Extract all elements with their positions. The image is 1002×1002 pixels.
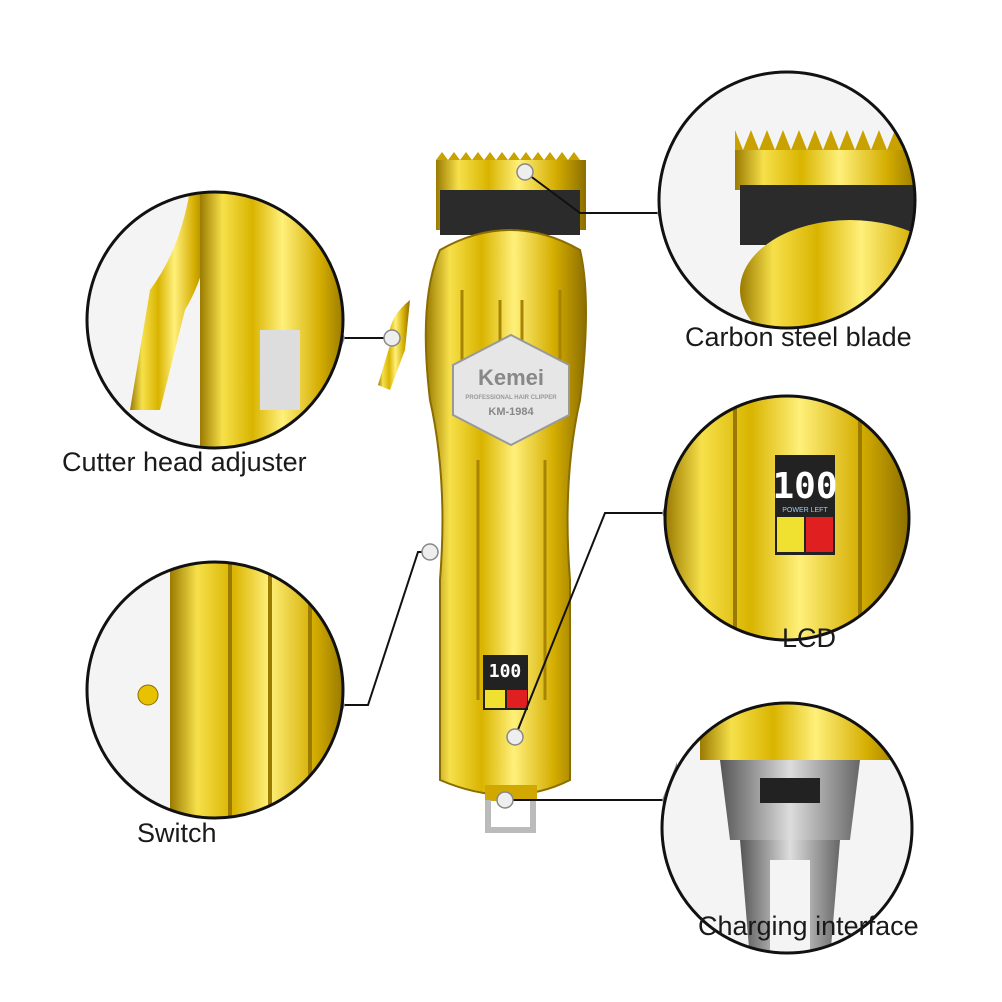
svg-text:KM-1984: KM-1984 xyxy=(488,406,534,418)
zoom-switch xyxy=(87,562,343,818)
clipper: Kemei PROFESSIONAL HAIR CLIPPER KM-1984 … xyxy=(378,152,587,833)
charging-dock xyxy=(485,800,536,833)
label-carbon-steel-blade: Carbon steel blade xyxy=(685,322,912,352)
zoom-blade xyxy=(659,72,915,328)
svg-text:100: 100 xyxy=(489,661,522,682)
svg-text:PROFESSIONAL HAIR CLIPPER: PROFESSIONAL HAIR CLIPPER xyxy=(465,395,557,401)
svg-text:POWER LEFT: POWER LEFT xyxy=(782,507,828,514)
zoom-charging xyxy=(662,703,912,953)
brand-logo: Kemei xyxy=(478,365,544,390)
label-charging-interface: Charging interface xyxy=(698,911,919,941)
zoom-adjuster xyxy=(87,192,343,448)
lcd-readout: 100 xyxy=(772,466,837,507)
brand-plate xyxy=(452,333,570,447)
label-cutter-head-adjuster: Cutter head adjuster xyxy=(62,447,307,477)
label-lcd: LCD xyxy=(782,623,837,653)
zoom-lcd: 100 POWER LEFT xyxy=(665,396,909,640)
label-switch: Switch xyxy=(137,818,217,848)
